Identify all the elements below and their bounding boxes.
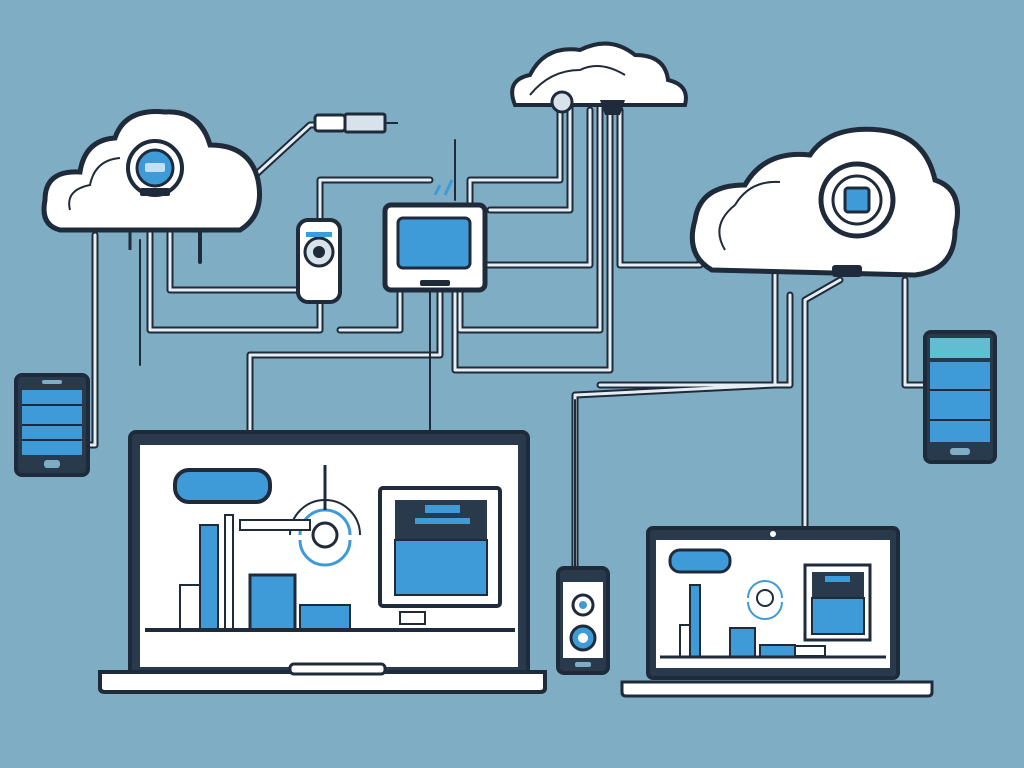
cloud-left <box>41 109 262 264</box>
cloud-right <box>689 126 960 278</box>
chip-icon <box>818 161 896 239</box>
cloud-top-center <box>510 41 688 115</box>
laptop-small <box>620 526 934 698</box>
connection-wires <box>81 91 929 574</box>
smart-sensor-device <box>296 218 342 304</box>
smartphone-left <box>14 373 90 477</box>
smartphone-center <box>556 566 610 675</box>
router-device <box>382 179 488 293</box>
camera-icon <box>126 139 184 197</box>
tablet-right <box>923 330 997 464</box>
laptop-large <box>98 430 547 694</box>
usb-plug-icon <box>313 112 398 134</box>
